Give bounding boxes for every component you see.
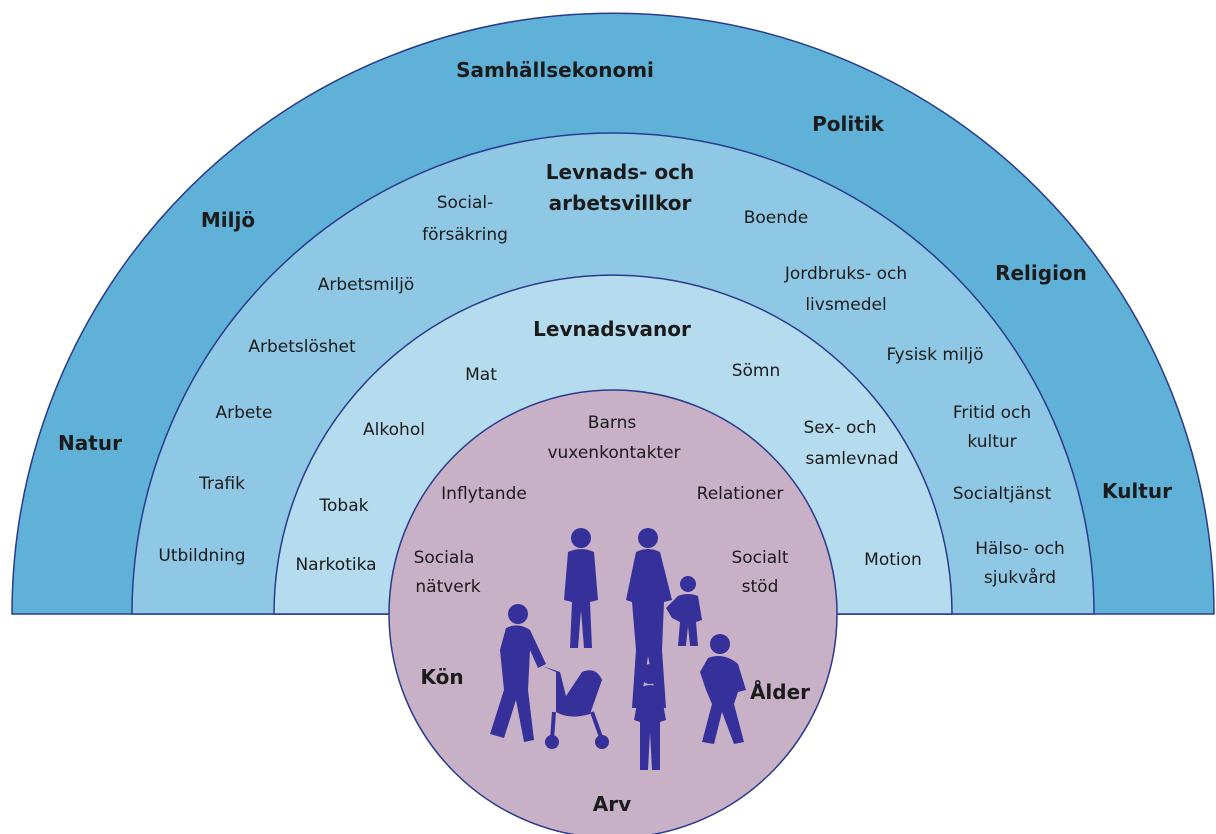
label-barns-line1: Barns — [588, 413, 637, 433]
label-socialtjanst: Socialtjänst — [953, 484, 1052, 504]
label-inflytande: Inflytande — [441, 484, 527, 504]
label-arbete: Arbete — [216, 403, 273, 423]
label-sex-line1: Sex- och — [803, 418, 876, 438]
label-kultur: Kultur — [1102, 479, 1172, 503]
label-sociala-line1: Sociala — [414, 548, 475, 568]
label-natur: Natur — [58, 431, 122, 455]
ring2-title-line1: Levnads- och — [546, 160, 694, 184]
label-fritid-line1: Fritid och — [953, 403, 1031, 423]
woman-silhouette-icon — [626, 528, 672, 708]
label-motion: Motion — [864, 550, 922, 570]
label-fysisk-miljo: Fysisk miljö — [886, 345, 983, 365]
label-samhallsekonomi: Samhällsekonomi — [456, 58, 654, 82]
child-silhouette-icon — [666, 576, 702, 646]
label-halso-line1: Hälso- och — [975, 539, 1065, 559]
label-halso-line2: sjukvård — [984, 567, 1056, 588]
label-mat: Mat — [465, 365, 497, 385]
label-arv: Arv — [593, 792, 631, 816]
label-alder: Ålder — [750, 680, 810, 704]
label-arbetsloshet: Arbetslöshet — [248, 337, 356, 357]
boy-silhouette-icon — [700, 634, 746, 744]
stroller-icon — [542, 666, 609, 749]
label-religion: Religion — [995, 261, 1087, 285]
label-fritid-line2: kultur — [967, 432, 1016, 452]
label-sex-line2: samlevnad — [805, 449, 898, 469]
label-barns-line2: vuxenkontakter — [547, 443, 680, 463]
label-jordbruk-line2: livsmedel — [805, 295, 886, 315]
label-somn: Sömn — [732, 361, 781, 381]
label-socialt-line2: stöd — [742, 577, 779, 597]
label-trafik: Trafik — [198, 474, 245, 494]
label-socialforsakring-line2: försäkring — [422, 225, 508, 245]
people-silhouettes-icon — [490, 528, 746, 770]
label-kon: Kön — [420, 665, 463, 689]
label-alkohol: Alkohol — [363, 420, 425, 440]
label-socialt-line1: Socialt — [731, 548, 788, 568]
label-sociala-line2: nätverk — [415, 577, 480, 597]
ring2-title-line2: arbetsvillkor — [549, 191, 692, 215]
label-arbetsmiljo: Arbetsmiljö — [318, 275, 415, 295]
ring3-title: Levnadsvanor — [533, 317, 691, 341]
label-socialforsakring-line1: Social- — [437, 193, 494, 213]
label-relationer: Relationer — [697, 484, 784, 504]
man-silhouette-icon — [564, 528, 598, 648]
girl-silhouette-icon — [634, 664, 666, 770]
label-boende: Boende — [744, 208, 809, 228]
label-jordbruk-line1: Jordbruks- och — [784, 264, 907, 284]
label-narkotika: Narkotika — [295, 555, 376, 575]
label-miljo: Miljö — [201, 208, 255, 232]
label-politik: Politik — [812, 112, 885, 136]
elderly-man-silhouette-icon — [490, 604, 546, 742]
label-utbildning: Utbildning — [158, 546, 245, 566]
label-tobak: Tobak — [319, 496, 369, 516]
